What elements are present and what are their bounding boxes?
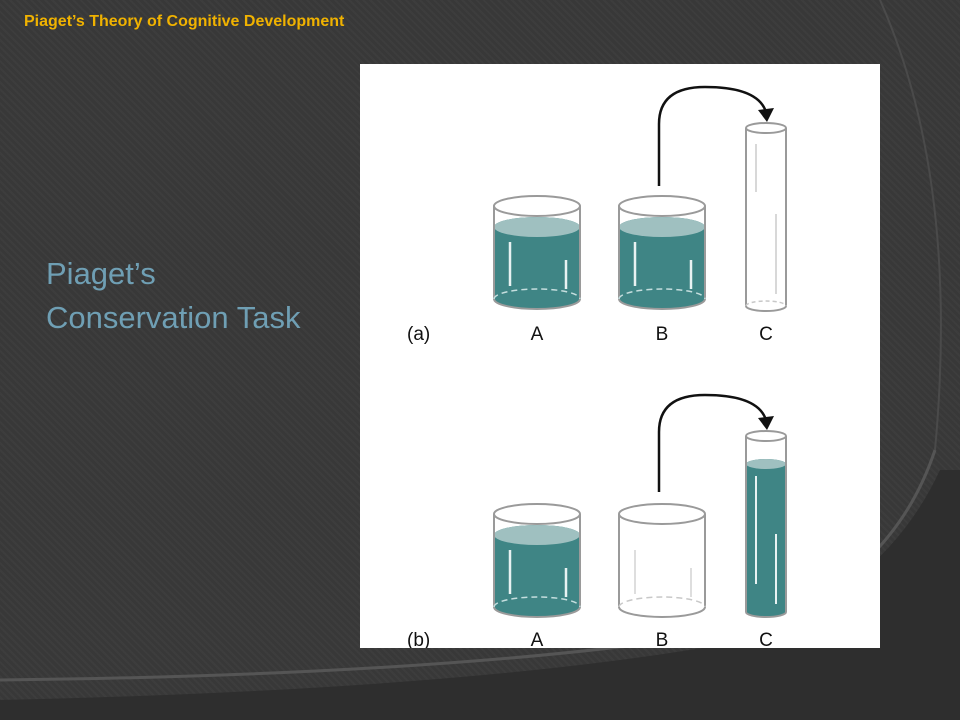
beaker-a-filled xyxy=(493,503,581,618)
arrow-head-icon xyxy=(758,108,774,122)
background-arc-outer xyxy=(0,470,960,720)
container-c-label: C xyxy=(759,324,773,345)
panel-b-label: (b) xyxy=(407,630,430,648)
beaker-a-filled xyxy=(493,195,581,310)
container-a-label: A xyxy=(531,630,544,648)
main-heading-line-2: Conservation Task xyxy=(46,300,301,335)
container-b-label: B xyxy=(656,630,669,648)
pour-arrow-a xyxy=(657,85,768,186)
figure-canvas: (a) A B C xyxy=(407,85,787,648)
container-a-label: A xyxy=(531,324,544,345)
cylinder-c-filled xyxy=(745,430,787,618)
cylinder-c-empty xyxy=(745,122,787,312)
pour-arrow-b xyxy=(657,393,768,492)
panel-b: (b) A B C xyxy=(407,393,787,648)
background-arc-right xyxy=(879,0,942,451)
main-heading: Piaget’s Conservation Task xyxy=(46,252,346,340)
conservation-task-figure: (a) A B C xyxy=(360,64,880,648)
panel-a: (a) A B C xyxy=(407,85,787,345)
panel-a-label: (a) xyxy=(407,324,430,345)
main-heading-line-1: Piaget’s xyxy=(46,256,156,291)
container-c-label: C xyxy=(759,630,773,648)
header-title: Piaget’s Theory of Cognitive Development xyxy=(24,13,345,30)
beaker-b-empty xyxy=(618,503,706,618)
arrow-head-icon xyxy=(758,416,774,430)
beaker-b-filled xyxy=(618,195,706,310)
container-b-label: B xyxy=(656,324,669,345)
